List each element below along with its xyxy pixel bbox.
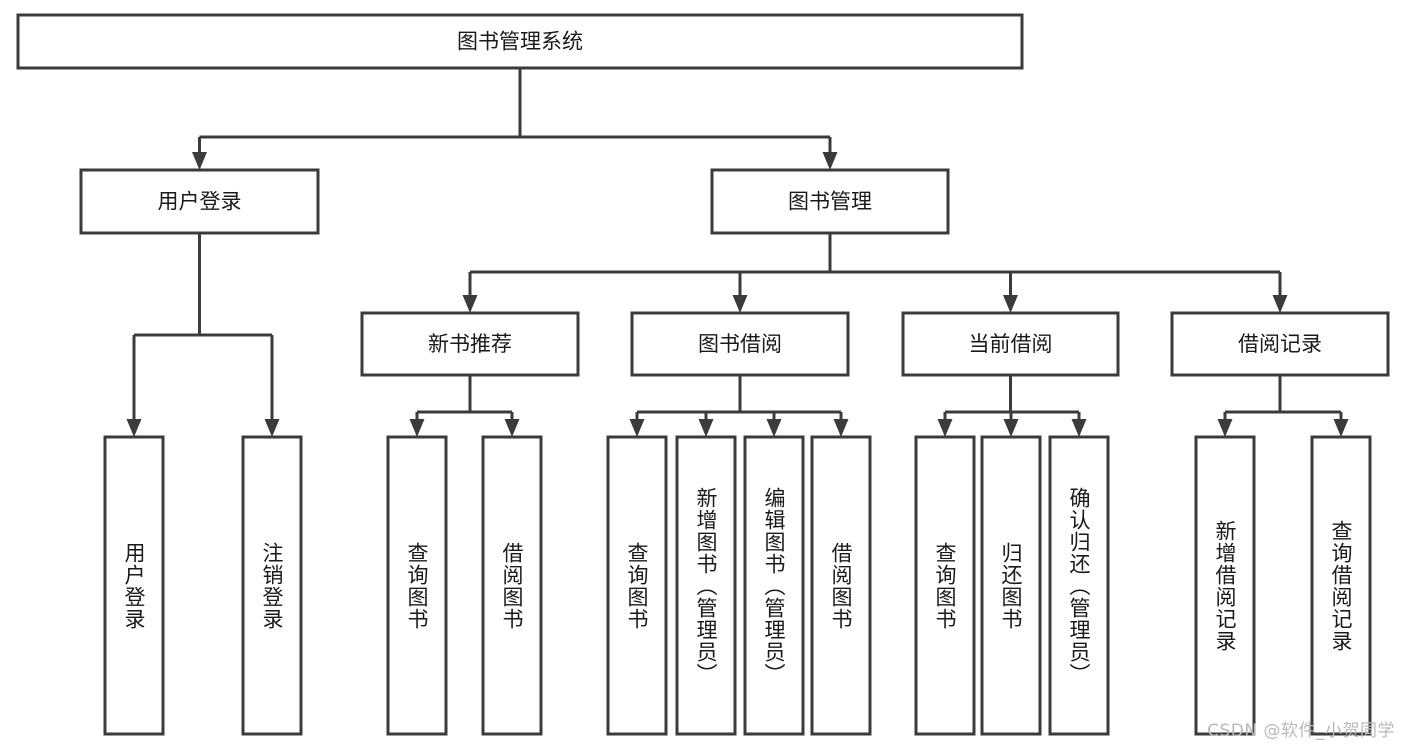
- arrowhead-icon: [766, 419, 782, 437]
- node-level3-box-current-borrow[interactable]: [901, 311, 1120, 377]
- node-leaf-label-leaf-add-book: 新增图书（管理员）: [694, 486, 719, 685]
- node-leaf-label-leaf-return-book: 归还图书: [999, 541, 1024, 630]
- node-level3-box-book-borrow[interactable]: [630, 311, 850, 377]
- watermark-text: CSDN @软件_小贺同学: [1207, 721, 1395, 741]
- node-leaf-box-leaf-borrow-book-1[interactable]: [481, 435, 543, 736]
- arrowhead-icon: [629, 419, 645, 437]
- node-level3-label-book-borrow: 图书借阅: [698, 332, 782, 356]
- node-leaf-box-leaf-add-borrow-record[interactable]: [1194, 435, 1256, 736]
- arrowhead-icon: [822, 152, 838, 170]
- node-leaf-label-leaf-query-borrow-record: 查询借阅记录: [1329, 519, 1354, 652]
- node-level2-box-user-login[interactable]: [79, 168, 320, 235]
- connector-layer: [126, 68, 1349, 437]
- arrowhead-icon: [462, 295, 478, 313]
- node-leaf-label-leaf-borrow-book-1: 借阅图书: [500, 541, 525, 630]
- arrowhead-icon: [732, 295, 748, 313]
- node-leaf-box-leaf-confirm-return[interactable]: [1048, 435, 1110, 736]
- node-leaf-label-leaf-add-book-container[interactable]: 新增图书（管理员）: [677, 437, 735, 734]
- node-level2-label-user-login: 用户登录: [158, 190, 242, 214]
- node-leaf-box-leaf-edit-book[interactable]: [743, 435, 805, 736]
- node-leaf-box-leaf-query-book-3[interactable]: [914, 435, 976, 736]
- node-leaf-label-leaf-user-login-container[interactable]: 用户登录: [105, 437, 163, 734]
- arrowhead-icon: [126, 419, 142, 437]
- node-leaf-label-leaf-borrow-book-2: 借阅图书: [829, 541, 854, 630]
- node-leaf-box-leaf-add-book[interactable]: [675, 435, 737, 736]
- node-leaf-label-leaf-query-book-1-container[interactable]: 查询图书: [388, 437, 446, 734]
- node-leaf-label-leaf-borrow-book-2-container[interactable]: 借阅图书: [812, 437, 870, 734]
- node-leaf-label-leaf-confirm-return: 确认归还（管理员）: [1067, 486, 1092, 685]
- node-leaf-label-leaf-logout-login: 注销登录: [260, 541, 285, 630]
- node-level2-box-book-management[interactable]: [710, 168, 950, 235]
- node-leaf-label-leaf-query-book-2: 查询图书: [625, 541, 650, 630]
- node-leaf-box-leaf-return-book[interactable]: [980, 435, 1042, 736]
- node-level3-label-new-book-recommend: 新书推荐: [428, 332, 512, 356]
- arrowhead-icon: [504, 419, 520, 437]
- node-leaf-label-leaf-query-book-3: 查询图书: [933, 541, 958, 630]
- node-root-box[interactable]: [16, 13, 1024, 70]
- arrowhead-icon: [409, 419, 425, 437]
- arrowhead-icon: [833, 419, 849, 437]
- node-leaf-label-leaf-query-book-3-container[interactable]: 查询图书: [916, 437, 974, 734]
- arrowhead-icon: [192, 152, 207, 170]
- arrowhead-icon: [1071, 419, 1087, 437]
- arrowhead-icon: [1003, 295, 1018, 313]
- node-level2-label-book-management: 图书管理: [788, 190, 872, 214]
- node-leaf-box-leaf-borrow-book-2[interactable]: [810, 435, 872, 736]
- node-leaf-label-leaf-user-login: 用户登录: [122, 541, 147, 630]
- node-leaf-label-leaf-query-book-1: 查询图书: [405, 541, 430, 630]
- arrowhead-icon: [1217, 419, 1233, 437]
- node-leaf-label-leaf-logout-login-container[interactable]: 注销登录: [243, 437, 301, 734]
- node-leaf-label-leaf-return-book-container[interactable]: 归还图书: [982, 437, 1040, 734]
- node-root-label: 图书管理系统: [457, 30, 583, 54]
- node-leaf-label-leaf-confirm-return-container[interactable]: 确认归还（管理员）: [1050, 437, 1108, 734]
- arrowhead-icon: [698, 419, 714, 437]
- node-level3-box-new-book-recommend[interactable]: [360, 311, 580, 377]
- node-leaf-box-leaf-query-book-1[interactable]: [386, 435, 448, 736]
- arrowhead-icon: [1272, 295, 1288, 313]
- node-leaf-label-leaf-add-borrow-record: 新增借阅记录: [1213, 519, 1238, 652]
- node-leaf-box-leaf-logout-login[interactable]: [241, 435, 303, 736]
- node-box-layer: [16, 13, 1390, 736]
- node-leaf-box-leaf-query-book-2[interactable]: [606, 435, 668, 736]
- node-leaf-label-leaf-query-book-2-container[interactable]: 查询图书: [608, 437, 666, 734]
- node-level3-box-borrow-record[interactable]: [1170, 311, 1390, 377]
- arrowhead-icon: [937, 419, 953, 437]
- node-leaf-label-leaf-query-borrow-record-container[interactable]: 查询借阅记录: [1312, 437, 1370, 734]
- arrowhead-icon: [1003, 419, 1019, 437]
- node-leaf-label-leaf-edit-book: 编辑图书（管理员）: [762, 486, 787, 685]
- node-level3-label-borrow-record: 借阅记录: [1238, 332, 1322, 356]
- node-leaf-box-leaf-user-login[interactable]: [103, 435, 165, 736]
- node-leaf-label-leaf-add-borrow-record-container[interactable]: 新增借阅记录: [1196, 437, 1254, 734]
- arrowhead-icon: [1333, 419, 1349, 437]
- node-leaf-box-leaf-query-borrow-record[interactable]: [1310, 435, 1372, 736]
- node-level3-label-current-borrow: 当前借阅: [969, 332, 1053, 356]
- arrowhead-icon: [264, 419, 280, 437]
- node-leaf-label-leaf-borrow-book-1-container[interactable]: 借阅图书: [483, 437, 541, 734]
- node-leaf-label-leaf-edit-book-container[interactable]: 编辑图书（管理员）: [745, 437, 803, 734]
